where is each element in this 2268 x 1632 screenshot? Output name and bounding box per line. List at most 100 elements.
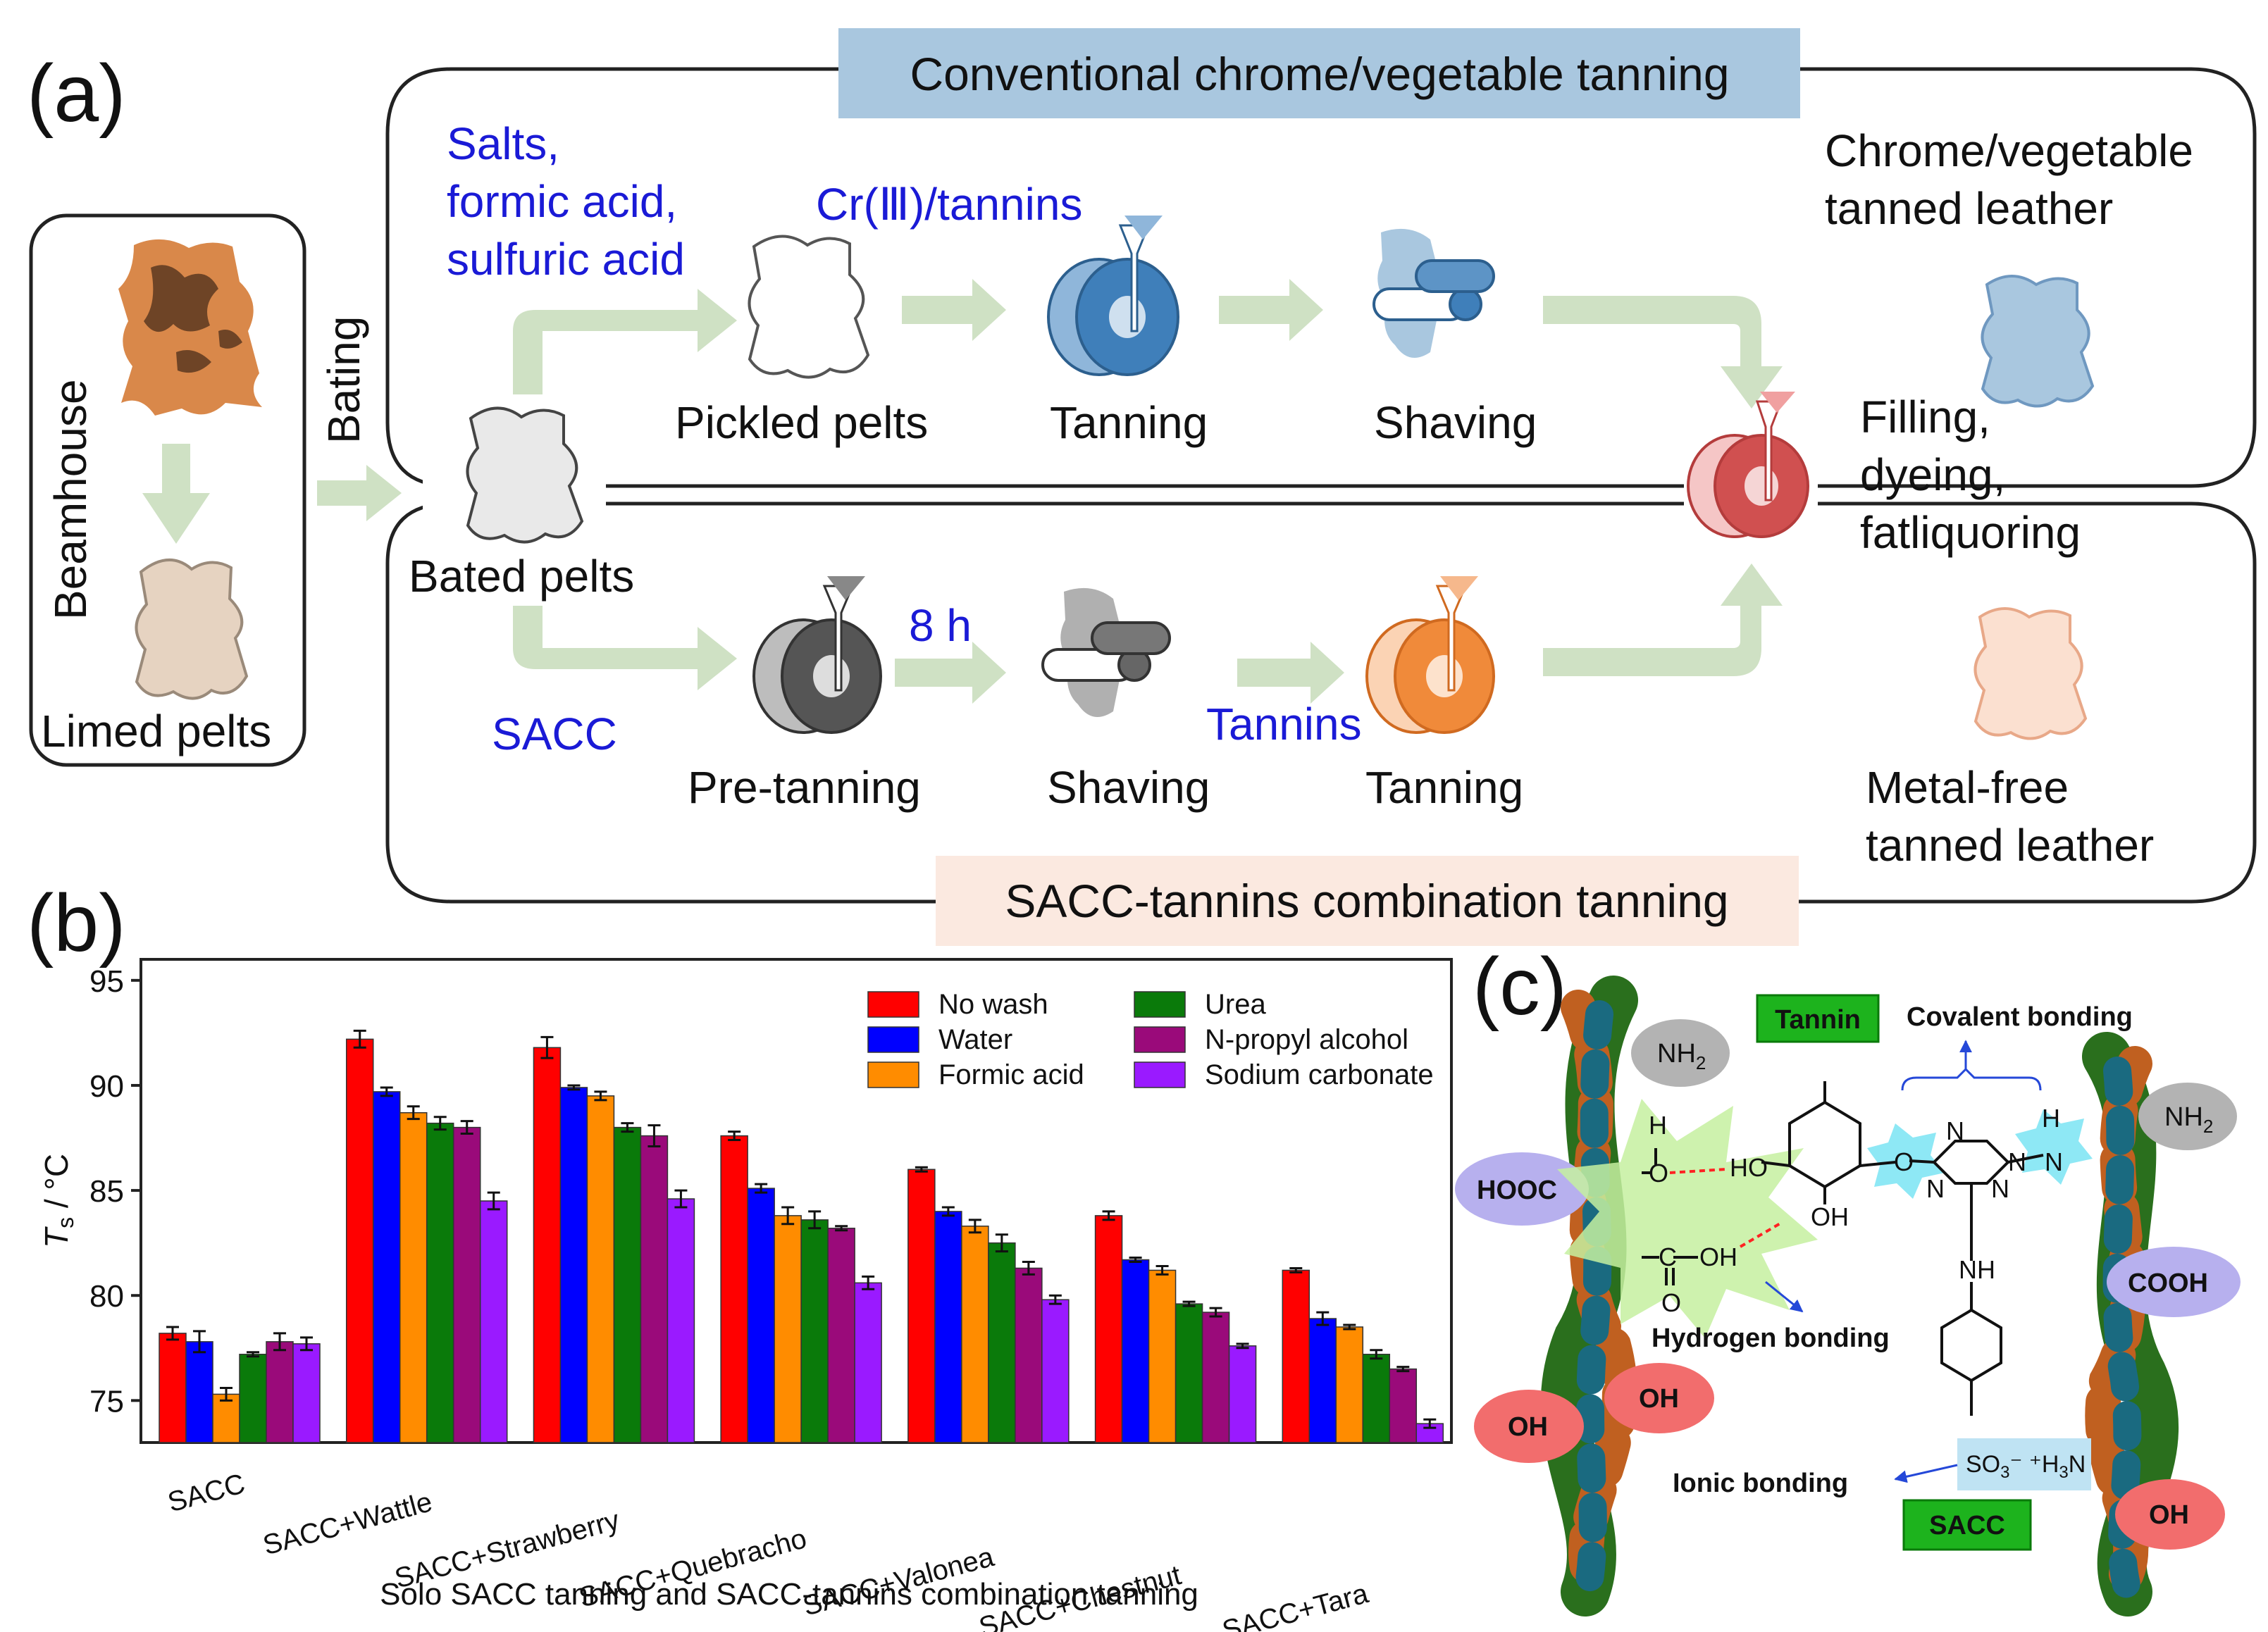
metal-free-leather-icon — [1973, 607, 2088, 740]
arrow-tanning-to-shaving — [1219, 279, 1323, 341]
finishing-drum-icon — [1684, 392, 1818, 538]
bar — [1121, 1259, 1150, 1443]
pre-tanning-drum-icon — [752, 576, 882, 734]
cooh-label: COOH — [2128, 1269, 2208, 1298]
legend-swatch — [867, 1026, 919, 1053]
y-tick-label: 75 — [89, 1384, 124, 1419]
nh2-right-label: NH2 — [2164, 1102, 2213, 1137]
legend-swatch — [1134, 1026, 1186, 1053]
top-branch-arrow — [513, 289, 737, 394]
atom-n-3: N — [1926, 1174, 1945, 1203]
nh2-ellipse-right — [2138, 1083, 2237, 1150]
atom-oh-2: OH — [1699, 1242, 1737, 1271]
bar — [774, 1215, 802, 1443]
panel-label-b: (b) — [27, 878, 126, 968]
y-axis-label: Ts / °C — [38, 1154, 78, 1248]
bar — [1015, 1267, 1043, 1443]
bating-label: Bating — [318, 316, 369, 444]
sacc-title-box — [936, 856, 1799, 946]
conventional-process-box — [385, 67, 2257, 488]
shaving-bottom-label: Shaving — [1047, 762, 1210, 813]
bar — [613, 1126, 642, 1443]
legend-label: Formic acid — [938, 1059, 1084, 1090]
tanning-bottom-label: Tanning — [1365, 762, 1523, 813]
bar — [212, 1393, 240, 1443]
eight-hours-label: 8 h — [909, 600, 972, 651]
so3-box — [1957, 1438, 2091, 1490]
legend-label: No wash — [938, 989, 1048, 1020]
y-tick-label: 85 — [89, 1174, 124, 1209]
legend-label: Sodium carbonate — [1205, 1059, 1434, 1090]
sacc-box-label: SACC — [1929, 1511, 2005, 1540]
salts-line-3: sulfuric acid — [447, 234, 685, 285]
conventional-title-box — [838, 28, 1800, 118]
ionic-label: Ionic bonding — [1673, 1469, 1848, 1498]
beamhouse-box — [29, 213, 306, 767]
tanning-drum-bottom-icon — [1365, 576, 1495, 734]
cooh-ellipse — [2107, 1247, 2241, 1317]
bar — [640, 1135, 669, 1443]
bar — [479, 1200, 508, 1443]
panel-label-c: (c) — [1473, 942, 1567, 1032]
y-tick-label: 80 — [89, 1279, 124, 1314]
bottom-branch-arrow — [513, 606, 737, 690]
bar — [1148, 1269, 1177, 1443]
bar — [185, 1341, 213, 1443]
covalent-star-right — [2015, 1109, 2093, 1185]
metal-free-line-2: tanned leather — [1866, 820, 2154, 871]
pre-tanning-label: Pre-tanning — [688, 762, 921, 813]
bar — [345, 1038, 374, 1443]
atom-nh: NH — [1959, 1255, 1995, 1284]
bating-arrow — [317, 465, 402, 521]
bar — [1175, 1303, 1203, 1443]
oh-ellipse-left-1 — [1474, 1390, 1584, 1463]
arrow-pretanning-to-shaving — [895, 642, 1006, 704]
sacc-title: SACC-tannins combination tanning — [1005, 875, 1728, 927]
atom-oh-1: OH — [1811, 1202, 1849, 1231]
bar — [266, 1341, 294, 1443]
atom-n-4: N — [1991, 1174, 2009, 1203]
collagen-helix-left — [1540, 976, 1638, 1617]
chrome-leather-line-1: Chrome/vegetable — [1825, 125, 2193, 176]
molecule-structure — [1642, 1081, 2044, 1416]
sacc-process-box — [385, 502, 2257, 904]
hydrogen-bond-burst — [1557, 1099, 1818, 1338]
metal-free-line-1: Metal-free — [1866, 762, 2069, 813]
tannins-label: Tannins — [1206, 699, 1362, 749]
cr-tannins-label: Cr(Ⅲ)/tannins — [816, 179, 1082, 230]
y-tick-label: 95 — [89, 964, 124, 999]
tanning-drum-top-icon — [1047, 216, 1179, 376]
so3-label: SO3⁻ ⁺H3N — [1966, 1451, 2086, 1482]
y-tick-label: 90 — [89, 1069, 124, 1104]
oh-right-label: OH — [2149, 1500, 2189, 1530]
limed-pelt-icon — [135, 559, 249, 700]
atom-ho: HO — [1730, 1153, 1768, 1182]
limed-pelts-label: Limed pelts — [41, 706, 271, 756]
atom-o-1: O — [1649, 1159, 1668, 1188]
pickled-pelt-icon — [748, 235, 870, 379]
tannin-label: Tannin — [1775, 1005, 1861, 1035]
oh-left-1-label: OH — [1508, 1412, 1548, 1442]
arrow-tanning-bottom-to-finish — [1543, 563, 1783, 676]
atom-o-2: O — [1894, 1147, 1914, 1176]
x-axis-label: Solo SACC tanning and SACC-tannins combi… — [380, 1577, 1198, 1612]
hydrogen-arrow — [1765, 1281, 1804, 1313]
legend-swatch — [867, 1061, 919, 1088]
raw-hide-icon — [118, 239, 262, 416]
sacc-label: SACC — [492, 709, 617, 759]
pickled-pelts-label: Pickled pelts — [675, 397, 928, 448]
panel-label-a: (a) — [27, 49, 126, 139]
oh-ellipse-right — [2115, 1479, 2225, 1550]
covalent-star-left — [1867, 1123, 1945, 1199]
bar — [667, 1198, 695, 1443]
bar — [1308, 1318, 1337, 1443]
filling-line-1: Filling, — [1860, 392, 1990, 442]
ionic-arrow — [1894, 1464, 1958, 1483]
oh-ellipse-left-2 — [1604, 1363, 1714, 1433]
bar — [747, 1188, 775, 1443]
conventional-title: Conventional chrome/vegetable tanning — [910, 48, 1729, 100]
h-bond-2 — [1739, 1221, 1784, 1248]
legend-label: N-propyl alcohol — [1205, 1024, 1408, 1055]
x-tick-label: SACC+Wattle — [260, 1486, 435, 1561]
atom-o-3: O — [1661, 1288, 1681, 1317]
